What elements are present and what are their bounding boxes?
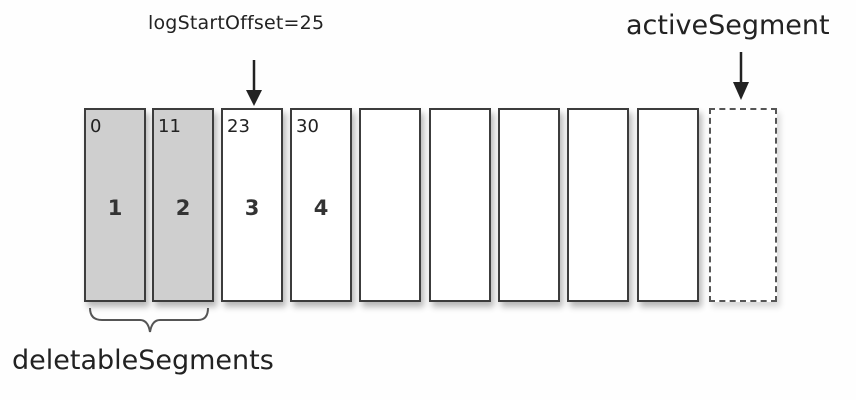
active-segment (709, 108, 777, 302)
segment-4: 30 4 (290, 108, 352, 302)
segment-number: 3 (244, 196, 260, 220)
segment-base-offset: 30 (296, 116, 319, 137)
segment-7 (498, 108, 560, 302)
segment-base-offset: 23 (227, 116, 250, 137)
deletable-segments-label: deletableSegments (12, 345, 274, 376)
segment-number: 1 (107, 196, 123, 220)
log-start-offset-arrow (246, 60, 262, 106)
active-segment-label: activeSegment (626, 10, 830, 41)
active-segment-arrow (733, 52, 749, 100)
segment-number: 4 (313, 196, 329, 220)
segment-3: 23 3 (221, 108, 283, 302)
segment-base-offset: 11 (158, 116, 181, 137)
segment-8 (567, 108, 629, 302)
segment-base-offset: 0 (90, 116, 102, 137)
log-start-offset-label: logStartOffset=25 (148, 12, 325, 34)
segment-1: 0 1 (84, 108, 146, 302)
segment-2: 11 2 (152, 108, 214, 302)
deletable-segments-bracket (89, 307, 209, 333)
segment-6 (429, 108, 491, 302)
segment-5 (359, 108, 421, 302)
segment-number: 2 (175, 196, 191, 220)
segment-9 (637, 108, 699, 302)
